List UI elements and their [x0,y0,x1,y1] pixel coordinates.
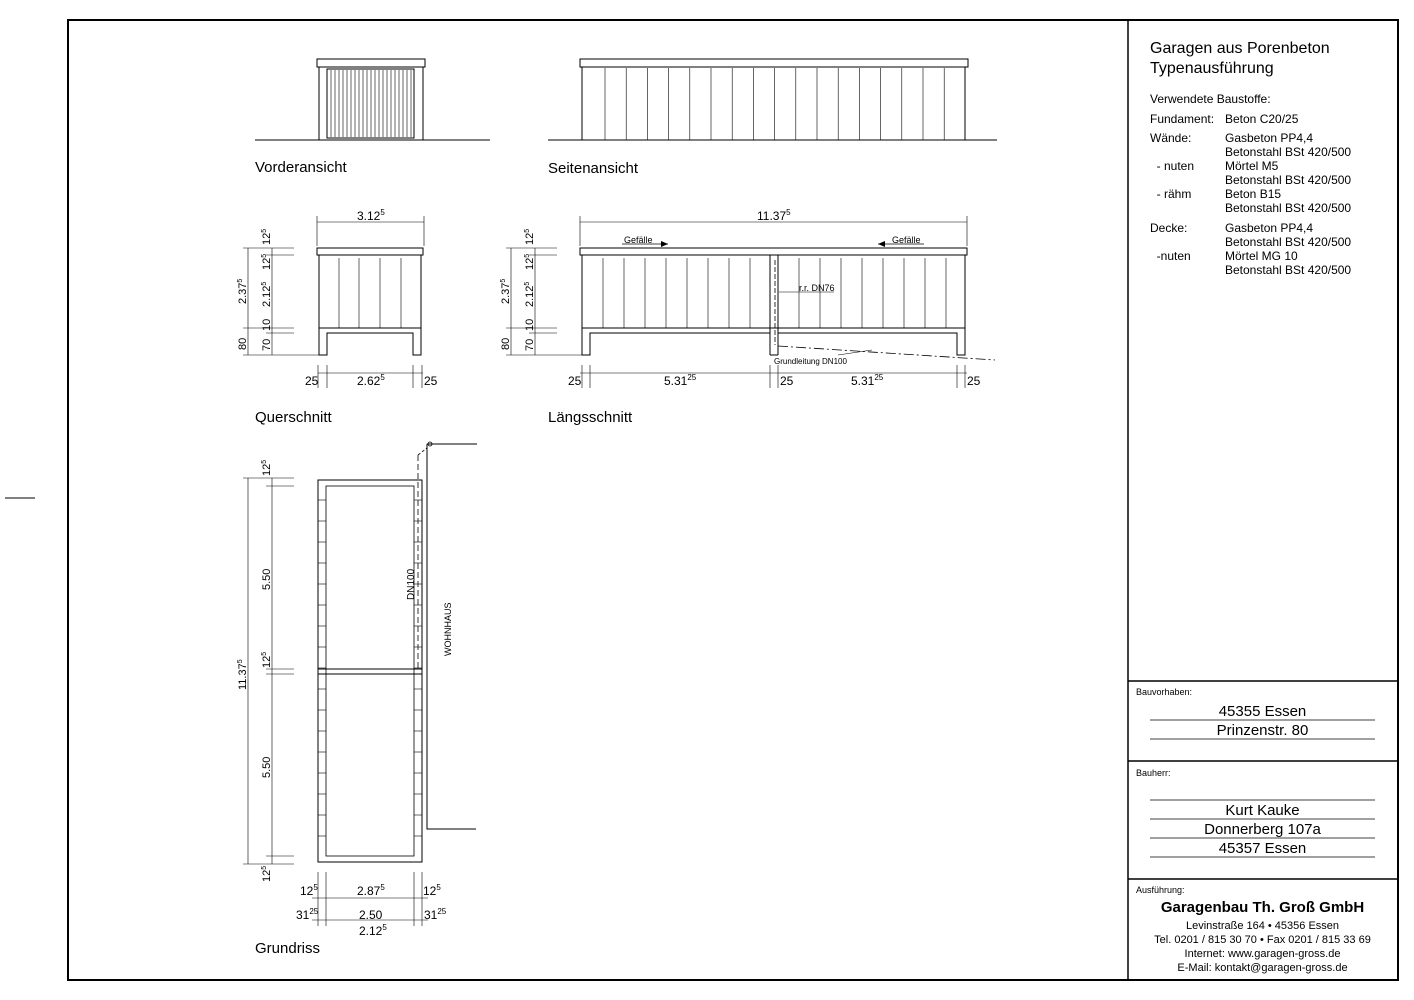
title-line-2: Typenausführung [1150,60,1274,77]
svg-text:5.3125: 5.3125 [664,373,697,388]
grundleitung-label: Grundleitung DN100 [774,357,847,366]
wohnhaus-label: WOHNHAUS [443,603,453,657]
svg-text:125: 125 [261,254,273,270]
material-value: Gasbeton PP4,4 [1225,131,1314,145]
title-block-rules [1150,719,1375,858]
company-name: Garagenbau Th. Groß GmbH [1160,899,1365,916]
material-value: Betonstahl BSt 420/500 [1225,173,1352,187]
gefaelle-right: Gefälle [892,235,921,245]
material-value: Betonstahl BSt 420/500 [1225,145,1352,159]
svg-text:2.625: 2.625 [357,373,385,388]
material-value: Betonstahl BSt 420/500 [1225,201,1352,215]
svg-text:2.125: 2.125 [359,923,387,938]
material-label-fundament: Fundament: [1150,112,1215,126]
material-value: Gasbeton PP4,4 [1225,221,1314,235]
bauherr-name: Kurt Kauke [1225,802,1300,819]
label-laengsschnitt: Längsschnitt [548,409,633,426]
svg-text:2.50: 2.50 [359,908,383,922]
ausfuehrung-heading: Ausführung: [1136,885,1185,895]
svg-text:2.125: 2.125 [524,282,536,307]
material-label-waende: Wände: [1150,131,1192,145]
svg-text:3125: 3125 [424,907,447,922]
bauherr-street: Donnerberg 107a [1204,821,1321,838]
bauvorhaben-line-1: 45355 Essen [1218,703,1307,720]
company-internet: Internet: www.garagen-gross.de [1184,948,1341,960]
svg-text:25: 25 [568,374,582,388]
svg-text:70: 70 [524,339,536,351]
svg-text:2.375: 2.375 [237,279,249,304]
dn100-label: DN100 [406,568,417,600]
label-grundriss: Grundriss [255,940,321,957]
material-value: Mörtel M5 [1225,159,1279,173]
svg-text:2.875: 2.875 [357,883,385,898]
dimension-text: 3.125 25 2.625 25 125 125 2.125 10 70 2.… [237,208,981,938]
material-value: Betonstahl BSt 420/500 [1225,235,1352,249]
svg-text:5.50: 5.50 [261,569,273,590]
company-phone: Tel. 0201 / 815 30 70 • Fax 0201 / 815 3… [1154,934,1371,946]
svg-text:70: 70 [261,339,273,351]
material-label-raehm: - rähm [1150,187,1192,201]
svg-text:80: 80 [237,338,249,350]
material-value: Betonstahl BSt 420/500 [1225,263,1352,277]
svg-text:11.375: 11.375 [757,208,791,223]
svg-text:125: 125 [423,883,441,898]
bauvorhaben-heading: Bauvorhaben: [1136,687,1193,697]
svg-text:25: 25 [424,374,438,388]
svg-text:25: 25 [967,374,981,388]
company-email: E-Mail: kontakt@garagen-gross.de [1177,962,1348,974]
label-seitenansicht: Seitenansicht [548,160,639,177]
svg-text:80: 80 [500,338,512,350]
svg-text:2.375: 2.375 [500,279,512,304]
svg-text:5.50: 5.50 [261,757,273,778]
svg-text:125: 125 [261,460,273,476]
svg-text:125: 125 [524,229,536,245]
front-view [255,58,490,141]
svg-text:3125: 3125 [296,907,319,922]
material-value: Beton C20/25 [1225,112,1299,126]
label-vorderansicht: Vorderansicht [255,159,347,176]
svg-text:125: 125 [261,229,273,245]
gefaelle-left: Gefälle [624,235,653,245]
svg-text:25: 25 [780,374,794,388]
long-section [506,216,996,388]
rr-dn76-label: r.r. DN76 [799,283,835,293]
svg-text:25: 25 [305,374,319,388]
material-label-decke: Decke: [1150,221,1188,235]
floor-plan [243,441,477,926]
svg-text:125: 125 [524,254,536,270]
svg-text:2.125: 2.125 [261,282,273,307]
svg-text:11.375: 11.375 [237,659,249,690]
bauherr-city: 45357 Essen [1218,840,1307,857]
bauvorhaben-line-2: Prinzenstr. 80 [1216,722,1309,739]
svg-text:125: 125 [261,652,273,668]
svg-text:10: 10 [261,319,273,331]
material-label-decke-nuten: -nuten [1150,249,1191,263]
side-view [548,58,997,141]
bauherr-heading: Bauherr: [1136,768,1171,778]
svg-text:125: 125 [261,866,273,882]
cross-section [243,216,425,388]
label-querschnitt: Querschnitt [255,409,332,426]
svg-text:125: 125 [300,883,318,898]
company-address: Levinstraße 164 • 45356 Essen [1185,920,1340,932]
title-line-1: Garagen aus Porenbeton [1150,40,1330,57]
materials-heading: Verwendete Baustoffe: [1150,92,1271,106]
svg-text:3.125: 3.125 [357,208,385,223]
sheet-frame [67,19,1399,981]
material-label-nuten: - nuten [1150,159,1195,173]
material-value: Mörtel MG 10 [1225,249,1298,263]
svg-text:10: 10 [524,319,536,331]
material-value: Beton B15 [1225,187,1282,201]
svg-text:5.3125: 5.3125 [851,373,884,388]
